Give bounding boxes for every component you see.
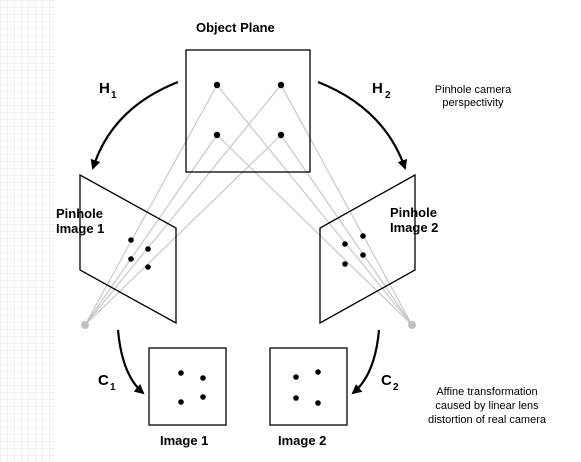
h1-main: H: [99, 80, 110, 97]
c1-main: C: [98, 372, 109, 389]
affine-note-line1: Affine transformation: [436, 386, 537, 398]
ray-right-4: [280, 134, 413, 326]
image-1-square: [148, 347, 227, 426]
image-2-point: [293, 395, 299, 401]
affine-note-line3: distortion of real camera: [428, 414, 547, 426]
pinhole-image-2-label-line2: Image 2: [390, 220, 438, 235]
pinhole-image-2-point: [342, 261, 348, 267]
ray-left-2: [84, 84, 282, 326]
pinhole-image-2-point: [342, 241, 348, 247]
pinhole-image-1-parallelogram: [79, 173, 177, 325]
pinhole-image-1-label-line1: Pinhole: [56, 206, 103, 221]
object-plane-label: Object Plane: [196, 20, 275, 35]
image-1-label: Image 1: [160, 433, 208, 448]
image-2-point: [315, 369, 321, 375]
image-2-point: [293, 374, 299, 380]
c1-label: C 1: [98, 372, 116, 393]
c1-subscript: 1: [110, 382, 116, 393]
image-1-point: [178, 399, 184, 405]
pinhole-image-2-plane: [319, 173, 416, 325]
ray-left-4: [84, 134, 282, 326]
h2-main: H: [372, 80, 383, 97]
object-point: [277, 131, 285, 139]
arrow-c2: [351, 329, 381, 395]
ray-right-2: [280, 84, 413, 326]
object-point: [213, 81, 221, 89]
affine-note-line2: caused by linear lens: [435, 400, 539, 412]
object-point: [213, 131, 221, 139]
image-1-point: [178, 370, 184, 376]
arrow-h1: [90, 80, 179, 170]
h2-label: H 2: [372, 80, 391, 101]
perspectivity-note-line1: Pinhole camera: [435, 84, 512, 96]
image-2-label: Image 2: [278, 433, 326, 448]
perspectivity-note-line2: perspectivity: [442, 97, 504, 109]
pinhole-image-2-label-line1: Pinhole: [390, 205, 437, 220]
pinhole-image-1-label-line2: Image 1: [56, 221, 104, 236]
pinhole-image-1-point: [128, 256, 134, 262]
h1-label: H 1: [99, 80, 117, 101]
ray-left-1: [84, 84, 218, 326]
projection-rays: [84, 84, 413, 326]
object-plane-square: [185, 49, 311, 173]
object-point: [277, 81, 285, 89]
image-2-point: [315, 400, 321, 406]
pinhole-image-2-parallelogram: [319, 173, 416, 325]
image-2-square: [269, 347, 348, 426]
arrow-c1: [116, 329, 145, 395]
c2-subscript: 2: [393, 382, 399, 393]
c2-main: C: [381, 372, 392, 389]
arrow-h2: [317, 80, 408, 170]
image-1-point: [200, 375, 206, 381]
pinhole-image-1-plane: [79, 173, 177, 325]
pinhole-image-2-point: [360, 252, 366, 258]
object-plane: [185, 49, 311, 173]
pinhole-center-2: [408, 321, 416, 329]
image-2: [269, 347, 348, 426]
pinhole-image-2-point: [360, 233, 366, 239]
pinhole-center-1: [81, 321, 89, 329]
ray-right-1: [216, 84, 413, 326]
ray-right-3: [216, 134, 413, 326]
image-1: [148, 347, 227, 426]
c2-label: C 2: [381, 372, 399, 393]
pinhole-image-1-point: [145, 264, 151, 270]
image-1-point: [200, 394, 206, 400]
pinhole-image-1-point: [145, 246, 151, 252]
ray-left-3: [84, 134, 218, 326]
h1-subscript: 1: [111, 90, 117, 101]
pinhole-image-1-point: [128, 237, 134, 243]
h2-subscript: 2: [385, 90, 391, 101]
